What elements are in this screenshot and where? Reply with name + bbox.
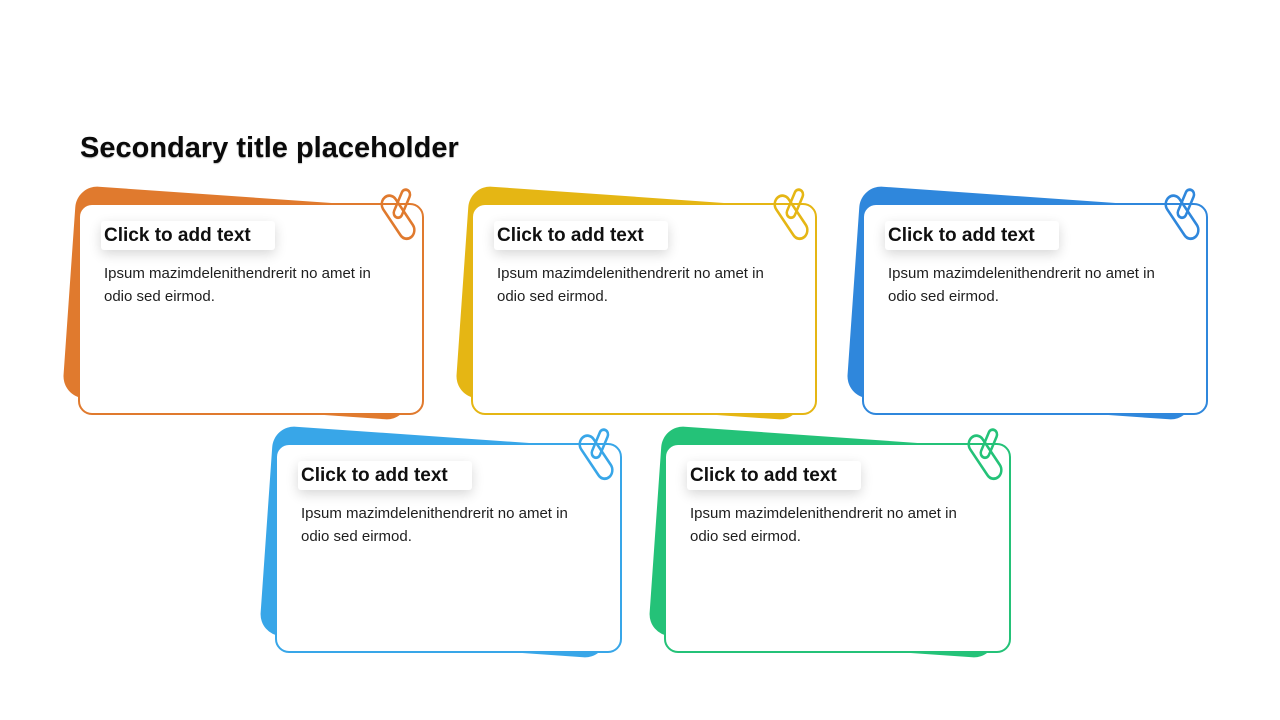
card-body-placeholder[interactable]: Ipsum mazimdelenithendrerit no amet in o…	[690, 505, 957, 545]
card-body-placeholder[interactable]: Ipsum mazimdelenithendrerit no amet in o…	[104, 265, 371, 305]
card-front: Click to add text Ipsum mazimdelenithend…	[471, 203, 817, 415]
paperclip-icon	[967, 428, 1003, 481]
note-card-1[interactable]: Click to add text Ipsum mazimdelenithend…	[62, 185, 424, 421]
card-heading-placeholder[interactable]: Click to add text	[687, 461, 861, 490]
card-front: Click to add text Ipsum mazimdelenithend…	[78, 203, 424, 415]
paperclip-icon	[578, 428, 614, 481]
note-card-2[interactable]: Click to add text Ipsum mazimdelenithend…	[455, 185, 817, 421]
card-front: Click to add text Ipsum mazimdelenithend…	[862, 203, 1208, 415]
paperclip-icon	[1164, 188, 1200, 241]
card-front: Click to add text Ipsum mazimdelenithend…	[664, 443, 1011, 653]
card-heading-placeholder[interactable]: Click to add text	[885, 221, 1059, 250]
card-heading-placeholder[interactable]: Click to add text	[494, 221, 668, 250]
paperclip-icon	[380, 188, 416, 241]
card-body-placeholder[interactable]: Ipsum mazimdelenithendrerit no amet in o…	[888, 265, 1155, 305]
note-card-4[interactable]: Click to add text Ipsum mazimdelenithend…	[259, 425, 622, 659]
card-front: Click to add text Ipsum mazimdelenithend…	[275, 443, 622, 653]
note-card-3[interactable]: Click to add text Ipsum mazimdelenithend…	[846, 185, 1208, 421]
card-body-placeholder[interactable]: Ipsum mazimdelenithendrerit no amet in o…	[301, 505, 568, 545]
card-body-placeholder[interactable]: Ipsum mazimdelenithendrerit no amet in o…	[497, 265, 764, 305]
card-heading-placeholder[interactable]: Click to add text	[298, 461, 472, 490]
note-card-5[interactable]: Click to add text Ipsum mazimdelenithend…	[648, 425, 1011, 659]
card-heading-placeholder[interactable]: Click to add text	[101, 221, 275, 250]
paperclip-icon	[773, 188, 809, 241]
slide-title[interactable]: Secondary title placeholder	[80, 132, 459, 164]
